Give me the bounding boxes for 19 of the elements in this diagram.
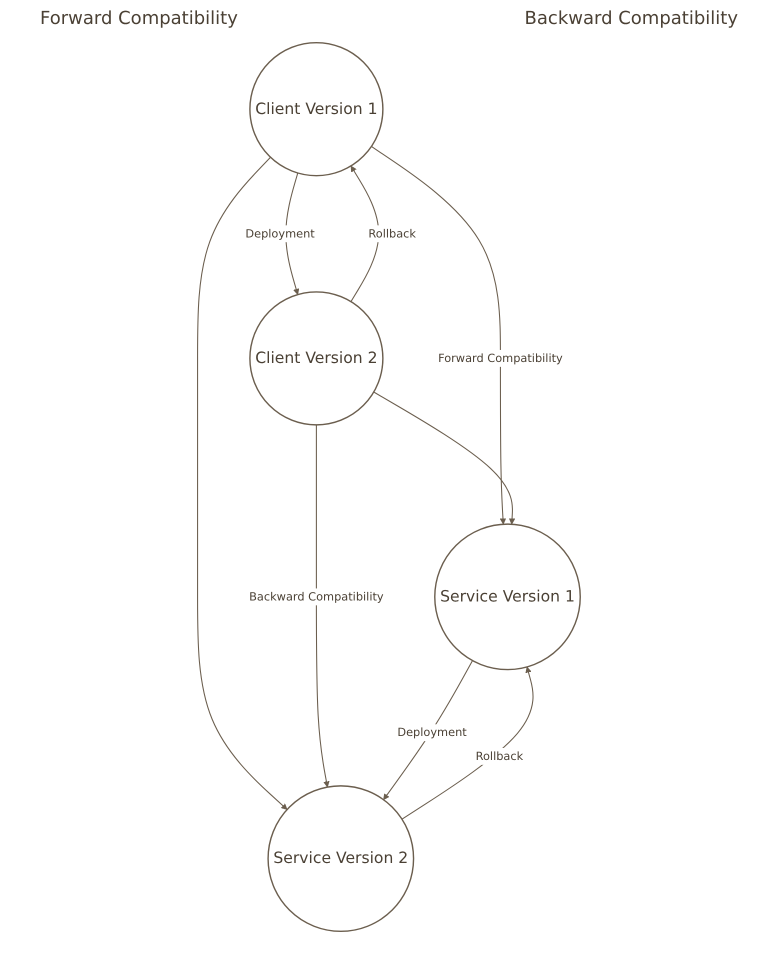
arrow [371, 146, 506, 525]
edge-label: Deployment [397, 726, 467, 740]
edge-label: Rollback [368, 226, 416, 240]
compatibility-note: Backward Compatibility [524, 8, 738, 29]
arrow [402, 666, 534, 820]
node-circle: Client Version 1 [249, 42, 384, 176]
arrow [374, 392, 516, 525]
arrow [197, 156, 288, 810]
arrow [383, 660, 474, 800]
edge-label: Rollback [476, 749, 524, 763]
node-circle: Client Version 2 [249, 291, 384, 426]
edge-label: Backward Compatibility [249, 590, 384, 604]
edge-label: Deployment [245, 226, 315, 240]
edge-label: Forward Compatibility [438, 351, 563, 365]
node-circle: Service Version 2 [267, 785, 414, 932]
node-circle: Service Version 1 [434, 523, 582, 670]
arrow [316, 424, 330, 788]
arrow [350, 166, 380, 302]
compatibility-note: Forward Compatibility [40, 8, 238, 29]
